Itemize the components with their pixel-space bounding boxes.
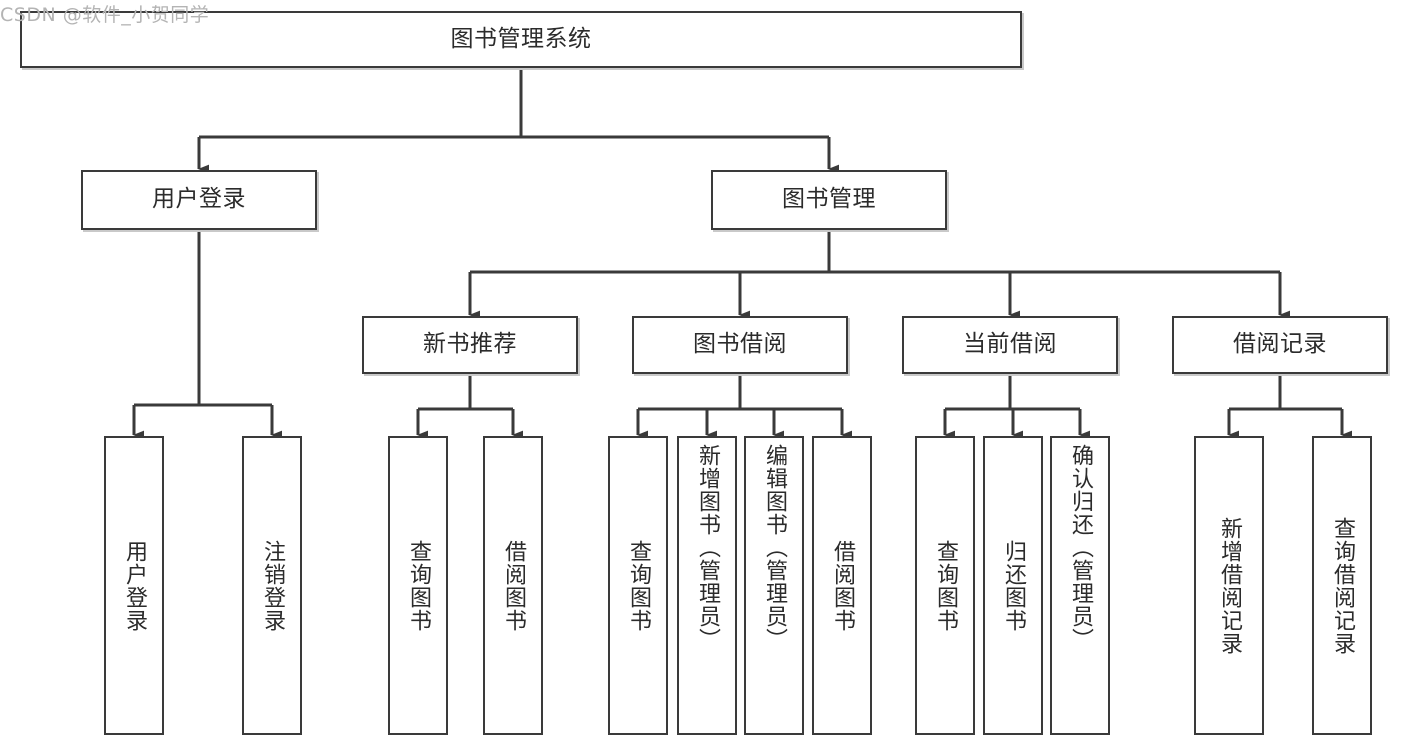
node-label: 借阅图书 <box>501 539 526 632</box>
node-label: 新书推荐 <box>423 331 517 358</box>
node-label: 新增借阅记录 <box>1217 516 1242 655</box>
node-leaf-cur-confirm[interactable]: 确认归还（管理员） <box>1050 436 1110 735</box>
node-leaf-cur-query[interactable]: 查询图书 <box>915 436 975 735</box>
node-label: 查询图书 <box>933 539 958 632</box>
node-current[interactable]: 当前借阅 <box>902 316 1118 374</box>
node-label: 用户登录 <box>152 186 246 213</box>
node-borrow[interactable]: 图书借阅 <box>632 316 848 374</box>
node-newbook[interactable]: 新书推荐 <box>362 316 578 374</box>
node-label: 归还图书 <box>1001 539 1026 632</box>
node-leaf-cur-return[interactable]: 归还图书 <box>983 436 1043 735</box>
node-leaf-user-login[interactable]: 用户登录 <box>104 436 164 735</box>
node-leaf-borrow-book[interactable]: 借阅图书 <box>812 436 872 735</box>
node-label: 注销登录 <box>260 539 285 632</box>
edge-group <box>132 68 1352 440</box>
node-leaf-book-edit[interactable]: 编辑图书（管理员） <box>744 436 804 735</box>
node-label: 查询图书 <box>626 539 651 632</box>
node-login[interactable]: 用户登录 <box>81 170 317 230</box>
node-label: 用户登录 <box>122 539 147 632</box>
node-leaf-user-logout[interactable]: 注销登录 <box>242 436 302 735</box>
node-leaf-borrow-query[interactable]: 查询图书 <box>608 436 668 735</box>
node-records[interactable]: 借阅记录 <box>1172 316 1388 374</box>
node-leaf-new-borrow[interactable]: 借阅图书 <box>483 436 543 735</box>
node-label: 图书管理系统 <box>450 25 592 52</box>
node-label: 查询借阅记录 <box>1330 516 1355 655</box>
node-leaf-rec-query[interactable]: 查询借阅记录 <box>1312 436 1372 735</box>
node-label: 确认归还（管理员） <box>1068 444 1093 651</box>
node-label: 图书管理 <box>782 186 876 213</box>
node-bookmgmt[interactable]: 图书管理 <box>711 170 947 230</box>
node-label: 图书借阅 <box>693 331 787 358</box>
node-label: 编辑图书（管理员） <box>762 444 787 651</box>
node-label: 查询图书 <box>406 539 431 632</box>
node-label: 当前借阅 <box>963 331 1057 358</box>
node-label: 借阅图书 <box>830 539 855 632</box>
node-leaf-book-add[interactable]: 新增图书（管理员） <box>677 436 737 735</box>
node-leaf-new-query[interactable]: 查询图书 <box>388 436 448 735</box>
node-leaf-rec-add[interactable]: 新增借阅记录 <box>1194 436 1264 735</box>
node-root[interactable]: 图书管理系统 <box>20 11 1022 68</box>
node-label: 借阅记录 <box>1233 331 1327 358</box>
node-label: 新增图书（管理员） <box>695 444 720 651</box>
